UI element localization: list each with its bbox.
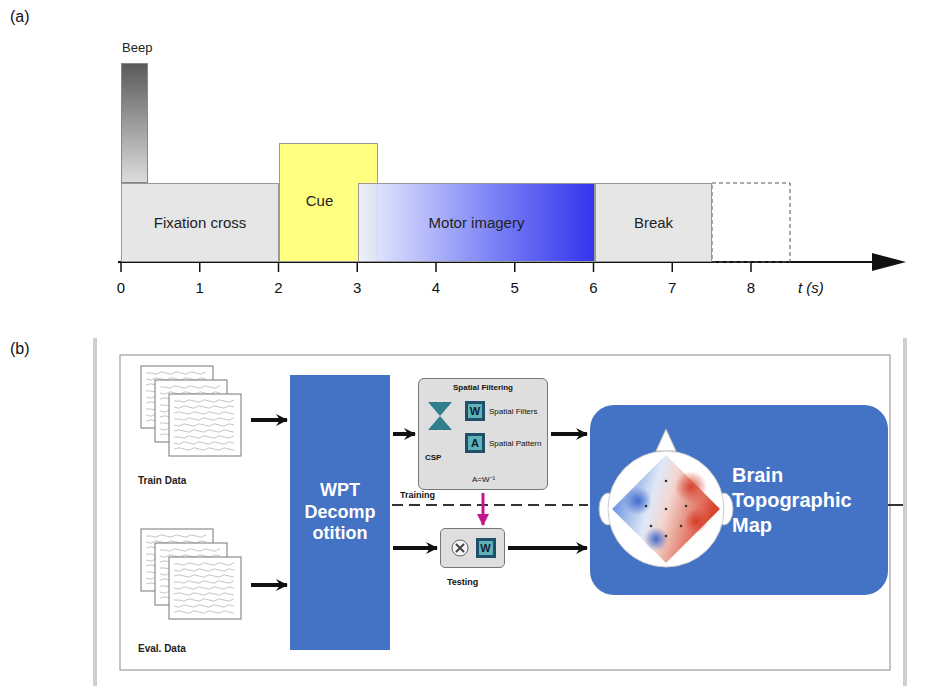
note-label: Testing [447,578,478,588]
axis-tick [750,262,752,272]
data-label: Train Data [138,475,186,486]
break-box: Break [595,183,712,262]
beep-bar: Beep [121,63,148,183]
data-label: Eval. Data [138,643,186,654]
icon-caption: Spatial Pattern [489,439,541,448]
axis-arrowhead [872,253,906,271]
matrix-icon: W [465,401,485,421]
matrix-icon: A [465,433,485,453]
flow-arrow [251,583,287,587]
note-label: A=W⁻¹ [472,476,495,485]
motor-imagery-box: Motor imagery [358,183,595,262]
panel-letter: (a) [10,8,30,26]
flow-arrow [393,546,437,550]
panel-frame [120,355,890,670]
fixation-box: Fixation cross [121,183,279,262]
wpt-label: WPT Decomp otition [290,480,390,545]
axis-label: 4 [432,280,440,297]
matrix-letter: W [468,404,482,418]
axis-tick [593,262,595,272]
training-line [392,504,588,506]
topographic-head [596,421,736,581]
panel-letter: (b) [10,340,30,358]
wpt-box: WPT Decomp otition [290,375,390,650]
data-pages-icon [140,528,244,624]
data-pages-icon [140,365,244,461]
axis-label: 0 [117,280,125,297]
box-title: Spatial Filtering [419,383,547,392]
axis-label: 1 [196,280,204,297]
csp-icon [427,401,453,431]
feedback-arrow [482,493,485,525]
axis-ticks [121,262,751,272]
phase-label: Cue [280,192,359,209]
note-label: Training [400,491,435,501]
multiply-symbol [450,538,470,558]
axis-label: 3 [353,280,361,297]
phase-label: Motor imagery [425,214,529,231]
axis-label: 7 [668,280,676,297]
flow-arrow [551,432,587,436]
axis-tick [514,262,516,272]
axis-label: 6 [589,280,597,297]
matrix-icon: W [476,538,496,558]
note-label: CSP [425,454,441,463]
axis-tick [672,262,674,272]
icon-caption: Spatial Filters [489,407,537,416]
matrix-letter: A [468,436,482,450]
beep-label: Beep [122,40,152,55]
axis-label: 8 [747,280,755,297]
axis-label: t (s) [798,280,824,297]
phase-label: Fixation cross [150,214,251,231]
phase-label: Break [630,214,677,231]
panel-bar-left [93,338,97,686]
axis-tick [435,262,437,272]
spatial-filtering-box: Spatial FilteringW Spatial FiltersA Spatia… [418,378,548,490]
map-label: Brain Topographic Map [732,463,880,538]
axis-tick [199,262,201,272]
axis-tick [278,262,280,272]
spatial-filters-item: W Spatial Filters [465,397,545,425]
testing-box: W [440,528,505,568]
flow-arrow [393,432,415,436]
axis-label: 2 [274,280,282,297]
flow-arrow [508,546,587,550]
axis-tick [120,262,122,272]
dashed-next-trial [712,183,790,262]
axis-label: 5 [511,280,519,297]
output-line [888,504,903,506]
flow-arrow [251,418,287,422]
eval-data: Eval. Data [138,528,248,658]
spatial-pattern-item: A Spatial Pattern [465,429,545,457]
train-data: Train Data [138,365,248,490]
axis-tick [357,262,359,272]
panel-bar-right [903,338,907,686]
matrix-letter: W [479,541,493,555]
brain-map-box: Brain Topographic Map [590,405,888,595]
